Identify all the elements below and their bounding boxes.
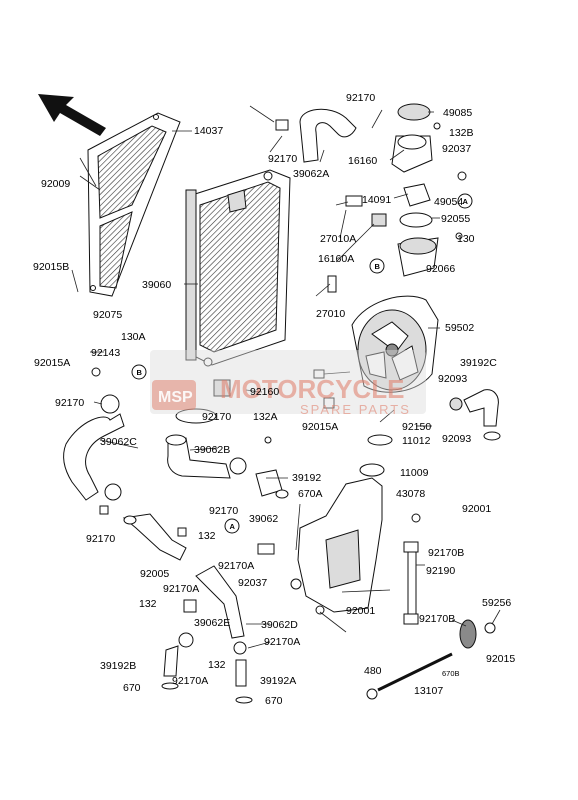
- mount-rod-part: [366, 513, 496, 700]
- label-670b: 670B: [442, 669, 460, 678]
- leader-lines: [71, 105, 501, 649]
- label-39060: 39060: [142, 279, 171, 291]
- label-92005: 92005: [140, 568, 169, 580]
- part-labels: 14037 92009 92015B 92075 92015A 130A 921…: [33, 92, 515, 707]
- label-92015a: 92015A: [34, 357, 70, 369]
- bypass-pipe-part: [449, 389, 501, 441]
- middle-hose-part: [165, 379, 247, 479]
- fan-harness-part: [313, 369, 351, 409]
- label-92075: 92075: [93, 309, 122, 321]
- label-92015a: 92015A: [302, 421, 338, 433]
- label-39062b: 39062B: [194, 444, 230, 456]
- label-130a: 130A: [121, 331, 146, 343]
- label-92170: 92170: [268, 153, 297, 165]
- label-132: 132: [198, 530, 216, 542]
- label-92143: 92143: [91, 347, 120, 359]
- svg-text:A: A: [463, 197, 469, 206]
- label-39062e: 39062E: [194, 617, 230, 629]
- label-92015: 92015: [486, 653, 515, 665]
- reserve-tank-part: [257, 434, 393, 615]
- label-480: 480: [364, 665, 382, 677]
- label-92015b: 92015B: [33, 261, 69, 273]
- label-92170: 92170: [202, 411, 231, 423]
- radiator-screen-part: [87, 112, 181, 297]
- label-92170b: 92170B: [428, 547, 464, 559]
- label-92055: 92055: [441, 213, 470, 225]
- label-92170a: 92170A: [218, 560, 254, 572]
- label-92170a: 92170A: [172, 675, 208, 687]
- watermark-sub: SPARE PARTS: [300, 402, 411, 417]
- label-92170: 92170: [86, 533, 115, 545]
- label-39192: 39192: [292, 472, 321, 484]
- label-13107: 13107: [414, 685, 443, 697]
- reference-marker-a: A: [457, 193, 473, 209]
- label-59256: 59256: [482, 597, 511, 609]
- label-39192a: 39192A: [260, 675, 296, 687]
- label-132: 132: [208, 659, 226, 671]
- svg-text:A: A: [230, 522, 236, 531]
- svg-text:B: B: [375, 262, 381, 271]
- label-92170: 92170: [55, 397, 84, 409]
- label-16160: 16160: [348, 155, 377, 167]
- cooling-fan-part: [351, 295, 439, 393]
- water-pipe-part: [122, 513, 187, 561]
- label-92037: 92037: [238, 577, 267, 589]
- label-132a: 132A: [253, 411, 278, 423]
- label-670: 670: [265, 695, 283, 707]
- label-49085: 49085: [443, 107, 472, 119]
- label-92001: 92001: [346, 605, 375, 617]
- label-14037: 14037: [194, 125, 223, 137]
- label-59502: 59502: [445, 322, 474, 334]
- watermark-logo: MSP MOTORCYCLE SPARE PARTS: [150, 350, 426, 417]
- label-670a: 670A: [298, 488, 323, 500]
- label-14091: 14091: [362, 194, 391, 206]
- union-fitting-part: [255, 436, 289, 499]
- front-direction-arrow: [38, 94, 106, 136]
- label-92160: 92160: [250, 386, 279, 398]
- label-132: 132: [139, 598, 157, 610]
- label-92009: 92009: [41, 178, 70, 190]
- reference-marker-b: B: [131, 364, 147, 380]
- label-92093: 92093: [438, 373, 467, 385]
- label-39062c: 39062C: [100, 436, 137, 448]
- label-11009: 11009: [400, 467, 429, 479]
- label-39062a: 39062A: [293, 168, 329, 180]
- label-39062d: 39062D: [261, 619, 298, 631]
- label-92066: 92066: [426, 263, 455, 275]
- label-670: 670: [123, 682, 141, 694]
- label-27010: 27010: [316, 308, 345, 320]
- label-16160a: 16160A: [318, 253, 354, 265]
- watermark-brand: MOTORCYCLE: [220, 374, 404, 404]
- radiator-core-part: [185, 169, 291, 367]
- reference-marker-a: A: [224, 518, 240, 534]
- label-92170a: 92170A: [163, 583, 199, 595]
- label-92170b: 92170B: [419, 613, 455, 625]
- label-130: 130: [457, 233, 475, 245]
- reference-marker-b: B: [369, 258, 385, 274]
- label-92170: 92170: [346, 92, 375, 104]
- svg-text:B: B: [137, 368, 143, 377]
- label-27010a: 27010A: [320, 233, 356, 245]
- label-132b: 132B: [449, 127, 474, 139]
- upper-hose-part: [275, 108, 357, 163]
- svg-text:MSP: MSP: [158, 389, 193, 406]
- label-92170a: 92170A: [264, 636, 300, 648]
- label-92150: 92150: [402, 421, 431, 433]
- label-92001: 92001: [462, 503, 491, 515]
- label-49054: 49054: [434, 196, 463, 208]
- label-11012: 11012: [402, 435, 431, 447]
- lower-hose-part: [161, 565, 253, 704]
- label-39062: 39062: [249, 513, 278, 525]
- cap-housing-part: [391, 103, 467, 277]
- label-92190: 92190: [426, 565, 455, 577]
- label-39192b: 39192B: [100, 660, 136, 672]
- label-92037: 92037: [442, 143, 471, 155]
- label-43078: 43078: [396, 488, 425, 500]
- label-92170: 92170: [209, 505, 238, 517]
- left-hose-part: [63, 367, 125, 515]
- fan-switch-part: [327, 195, 387, 293]
- label-92093: 92093: [442, 433, 471, 445]
- label-39192c: 39192C: [460, 357, 497, 369]
